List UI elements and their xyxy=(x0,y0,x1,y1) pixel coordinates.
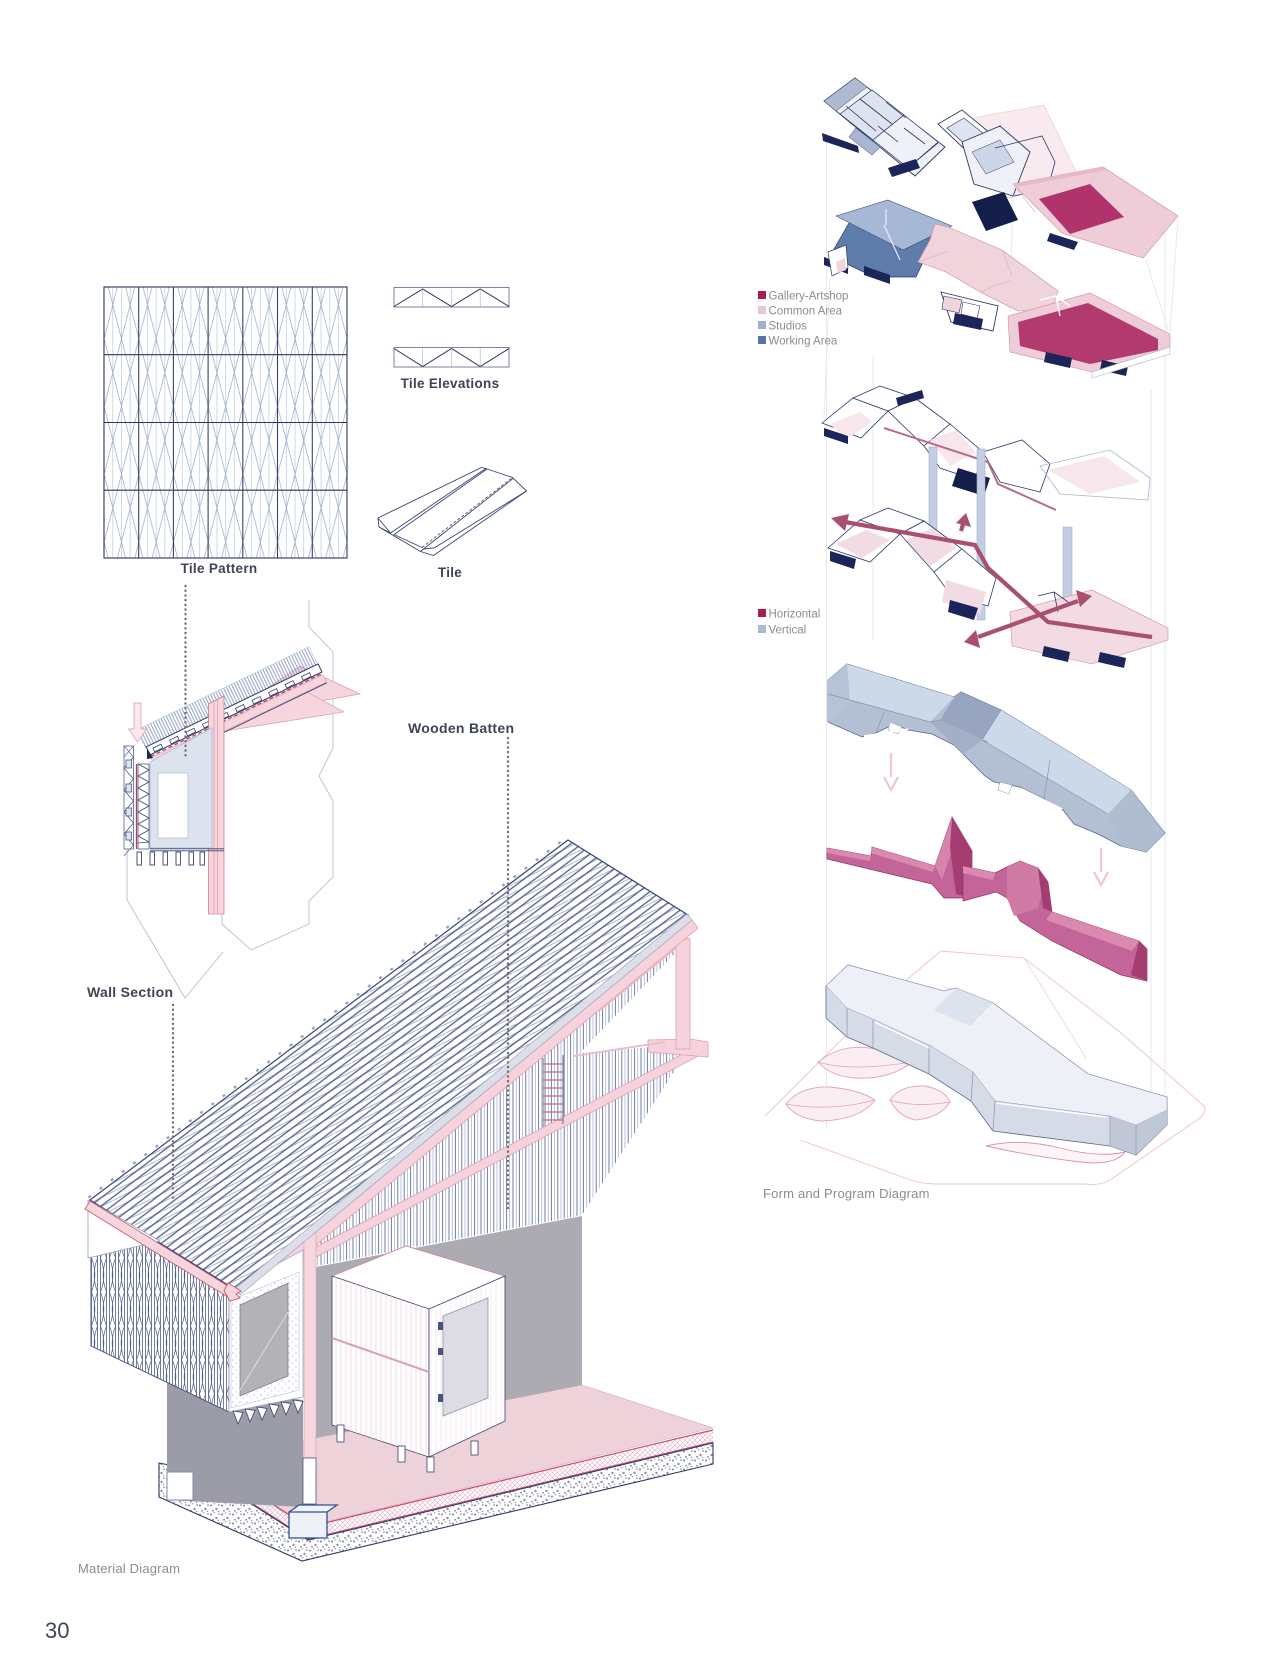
svg-text:Common Area: Common Area xyxy=(769,306,843,318)
svg-text:Material Diagram: Material Diagram xyxy=(78,1561,180,1576)
svg-text:30: 30 xyxy=(45,1618,69,1643)
svg-text:Form and Program Diagram: Form and Program Diagram xyxy=(763,1186,930,1201)
svg-text:Vertical: Vertical xyxy=(769,625,807,637)
svg-text:Working Area: Working Area xyxy=(769,336,838,348)
svg-text:Tile: Tile xyxy=(438,565,462,580)
svg-text:Wall Section: Wall Section xyxy=(87,984,173,1000)
svg-text:Horizontal: Horizontal xyxy=(769,609,821,621)
svg-text:Studios: Studios xyxy=(769,321,808,333)
svg-text:Gallery-Artshop: Gallery-Artshop xyxy=(769,291,849,303)
svg-text:Wooden Batten: Wooden Batten xyxy=(408,720,514,736)
svg-text:Tile Elevations: Tile Elevations xyxy=(401,376,500,391)
svg-text:Tile Pattern: Tile Pattern xyxy=(181,561,258,576)
